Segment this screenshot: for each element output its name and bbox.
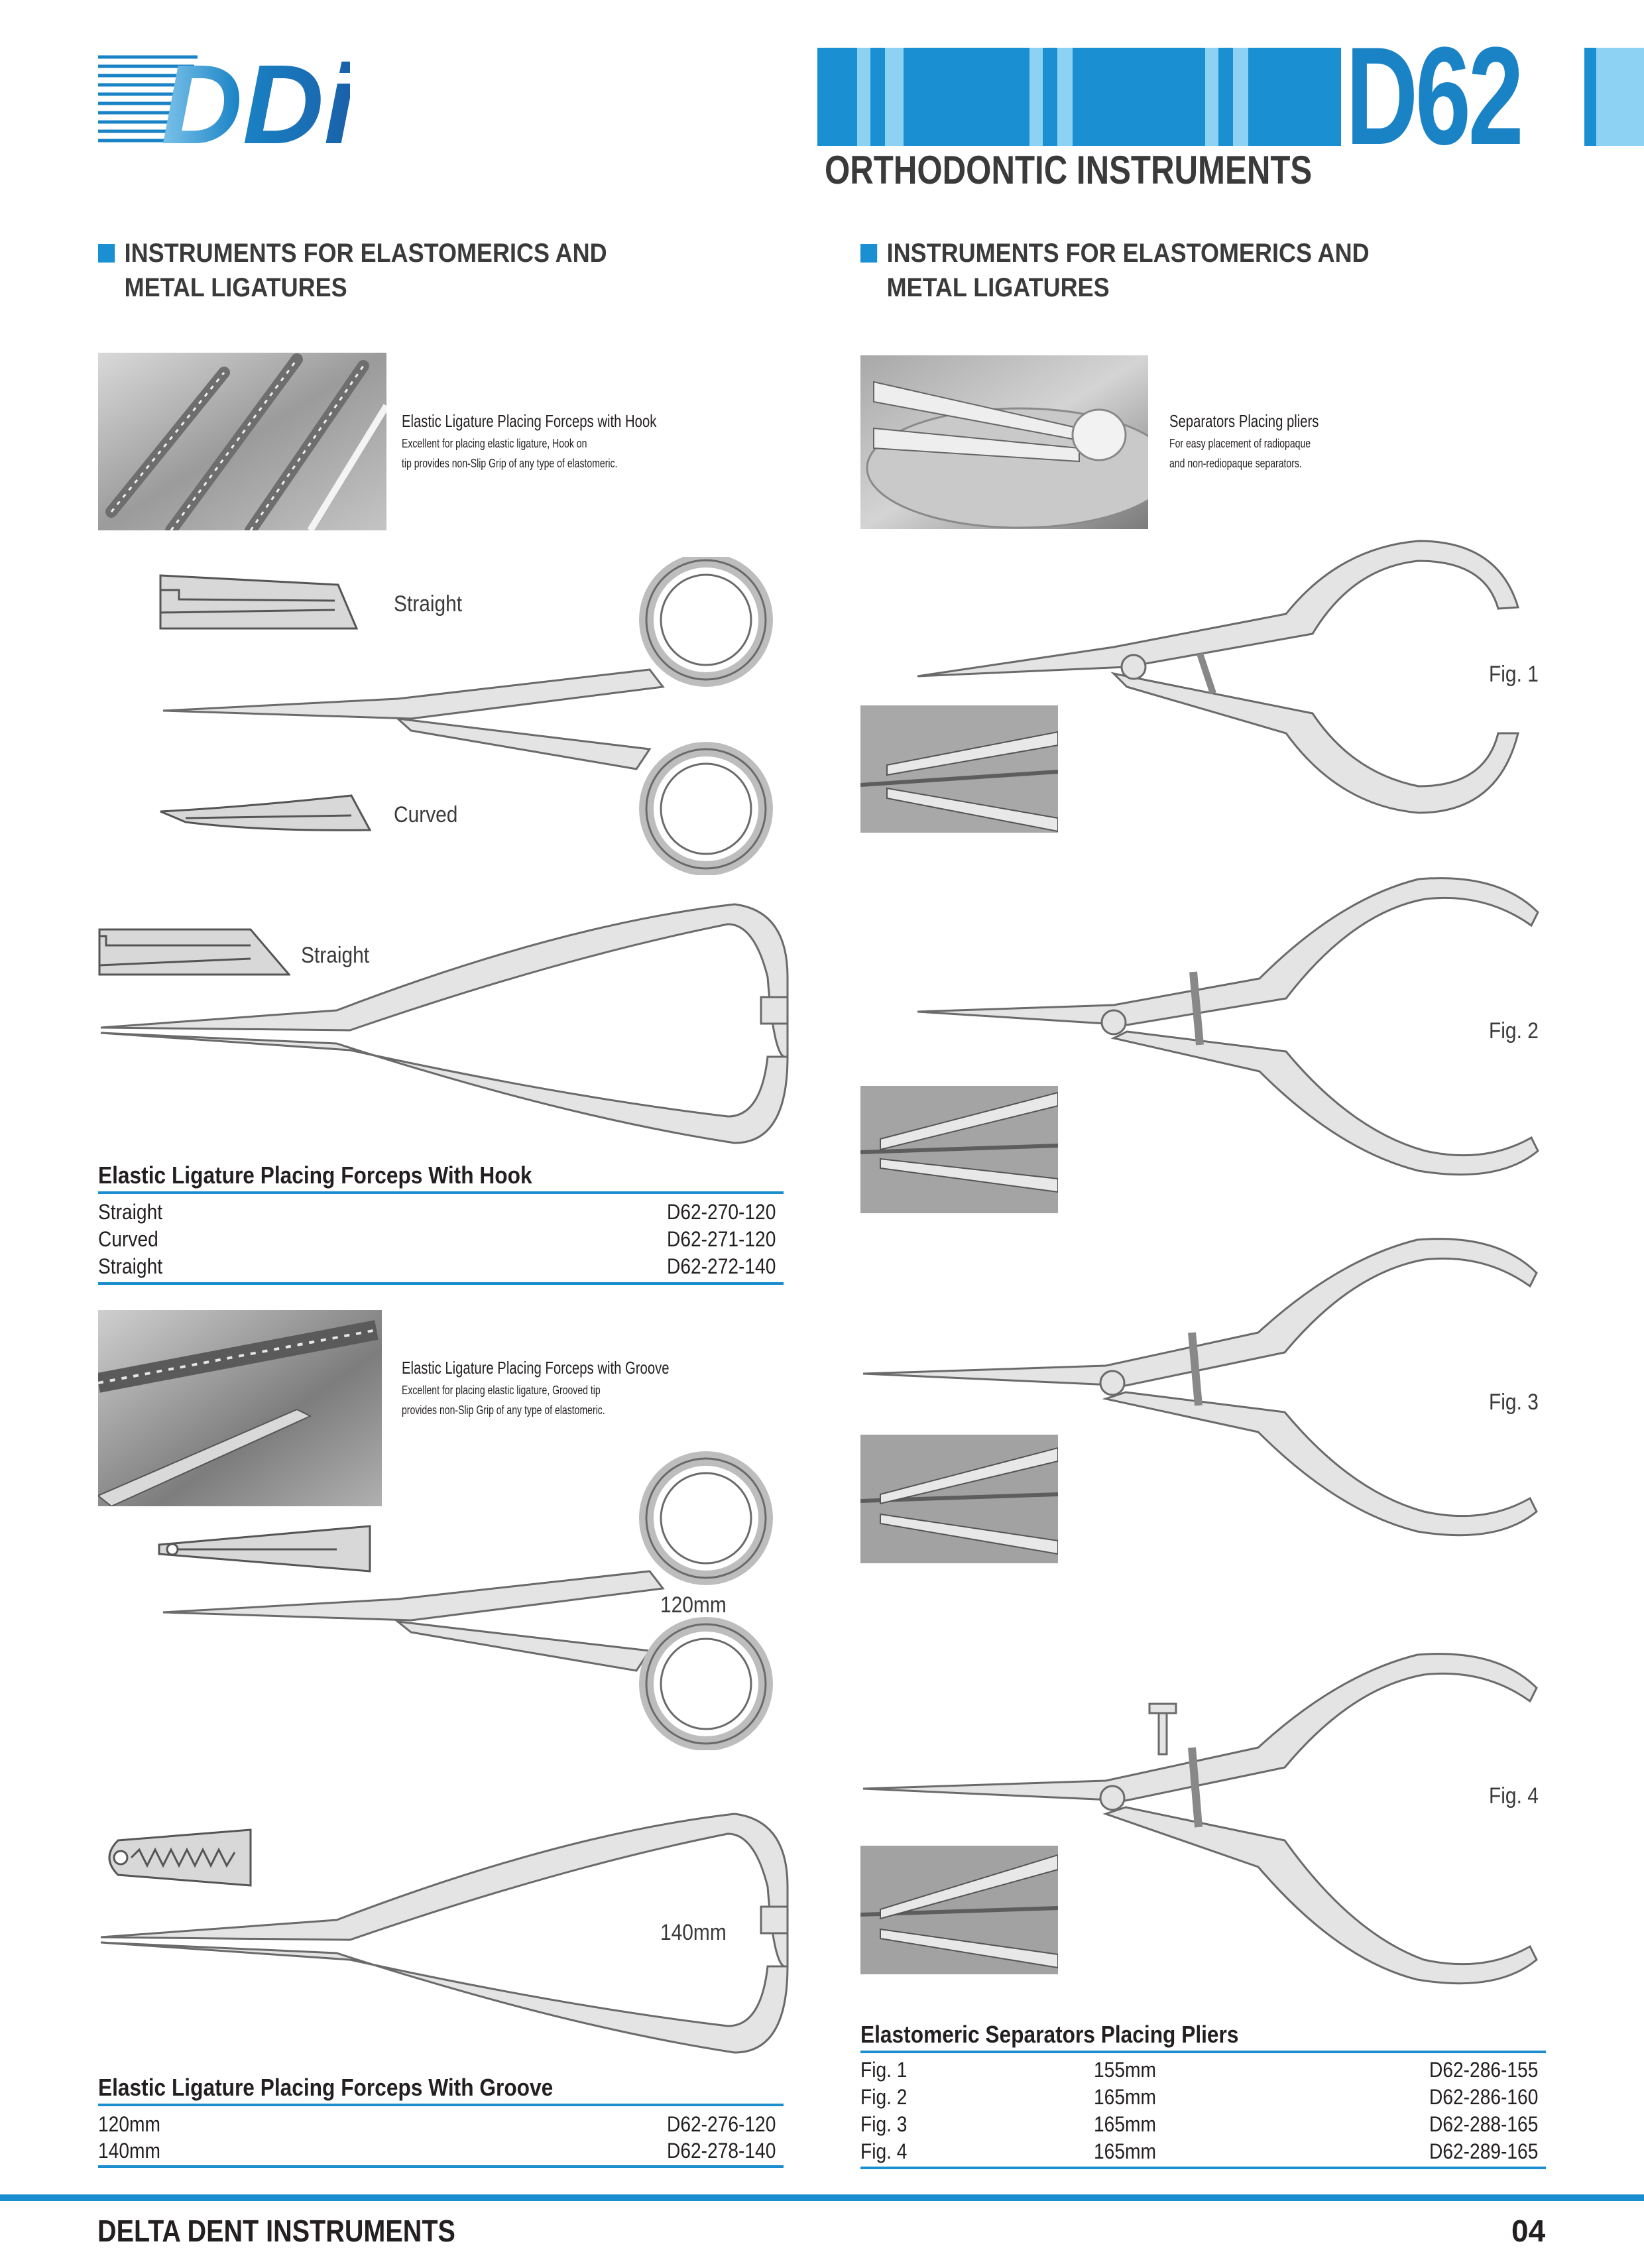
separator-pliers-photo <box>860 355 1148 529</box>
straight-tip-drawing-2 <box>98 925 292 979</box>
svg-text:DDi: DDi <box>161 44 350 150</box>
label-120mm: 120mm <box>660 1592 727 1618</box>
fig-1-label: Fig. 1 <box>1489 662 1539 687</box>
fig2-pliers-drawing <box>915 872 1545 1184</box>
table-row: Fig. 2 165mm D62-286-160 <box>860 2085 1539 2109</box>
sep-table-title: Elastomeric Separators Placing Pliers <box>860 2021 1239 2048</box>
right-section-heading: INSTRUMENTS FOR ELASTOMERICS AND METAL L… <box>860 236 1370 305</box>
fig4-pliers-drawing <box>860 1641 1543 1993</box>
groove-tip-drawing <box>158 1525 371 1573</box>
table-row: Fig. 3 165mm D62-288-165 <box>860 2112 1539 2136</box>
hook-forceps-ring-drawing <box>159 553 789 876</box>
groove-forceps-mathieu-drawing <box>98 1807 801 2059</box>
left-section-heading: INSTRUMENTS FOR ELASTOMERICS AND METAL L… <box>98 236 607 305</box>
table-row: Straight D62-272-140 <box>98 1254 776 1278</box>
label-curved: Curved <box>394 802 458 827</box>
label-straight-2: Straight <box>301 943 370 968</box>
table-row: 120mm D62-276-120 <box>98 2112 776 2136</box>
hook-desc-title: Elastic Ligature Placing Forceps with Ho… <box>402 411 657 431</box>
page-subtitle: ORTHODONTIC INSTRUMENTS <box>825 148 1313 192</box>
fig4-photo <box>860 1846 1058 1974</box>
table-row: Fig. 1 155mm D62-286-155 <box>860 2058 1539 2082</box>
groove-table-rule-top <box>98 2104 784 2106</box>
fig3-photo <box>860 1435 1058 1563</box>
groove-desc-body: Excellent for placing elastic ligature, … <box>402 1384 605 1417</box>
table-row: Fig. 4 165mm D62-289-165 <box>860 2139 1539 2163</box>
groove-forceps-ring-drawing <box>159 1425 789 1751</box>
groove-forceps-photo <box>98 1310 382 1506</box>
bullet-square-icon <box>860 244 878 263</box>
fig-2-label: Fig. 2 <box>1489 1018 1539 1044</box>
page-number: 04 <box>1511 2214 1546 2248</box>
hook-desc-body: Excellent for placing elastic ligature, … <box>402 437 618 470</box>
ddi-logo: DDi <box>98 42 358 168</box>
fig3-pliers-drawing <box>860 1233 1543 1545</box>
hook-table-rule-top <box>98 1191 784 1194</box>
catalog-code: D62 <box>1346 18 1524 174</box>
sep-desc-title: Separators Placing pliers <box>1169 411 1319 431</box>
label-straight: Straight <box>394 591 463 617</box>
sep-table-rule-bottom <box>860 2167 1546 2169</box>
serrated-tip-drawing <box>98 1826 252 1889</box>
fig1-photo <box>860 705 1058 833</box>
ligature-chain-photo <box>98 353 386 530</box>
table-row: 140mm D62-278-140 <box>98 2139 776 2163</box>
groove-table-rule-bottom <box>98 2165 784 2168</box>
hook-forceps-mathieu-drawing <box>98 898 801 1150</box>
fig-4-label: Fig. 4 <box>1489 1783 1539 1809</box>
hook-table-rule-bottom <box>98 1282 784 1285</box>
fig2-photo <box>860 1086 1058 1213</box>
curved-tip-drawing <box>159 793 372 833</box>
label-140mm: 140mm <box>660 1920 727 1945</box>
groove-desc-title: Elastic Ligature Placing Forceps with Gr… <box>402 1358 670 1378</box>
hook-table-title: Elastic Ligature Placing Forceps With Ho… <box>98 1162 532 1189</box>
fig-3-label: Fig. 3 <box>1489 1390 1539 1415</box>
table-row: Curved D62-271-120 <box>98 1227 776 1251</box>
sep-desc-body: For easy placement of radiopaque and non… <box>1169 437 1311 470</box>
table-row: Straight D62-270-120 <box>98 1200 776 1224</box>
header-color-bars <box>817 48 1644 146</box>
footer-company: DELTA DENT INSTRUMENTS <box>97 2214 455 2248</box>
footer-rule <box>0 2194 1644 2201</box>
straight-tip-drawing <box>159 573 359 632</box>
sep-table-rule-top <box>860 2051 1546 2053</box>
groove-table-title: Elastic Ligature Placing Forceps With Gr… <box>98 2074 554 2101</box>
fig1-pliers-drawing <box>915 534 1545 833</box>
bullet-square-icon <box>98 244 115 263</box>
